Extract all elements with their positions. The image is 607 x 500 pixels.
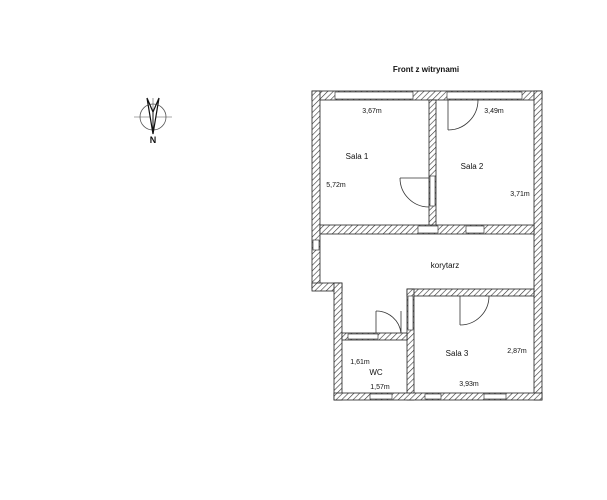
dim-sala1-height: 5,72m xyxy=(326,182,346,189)
room-name-sala1: Sala 1 xyxy=(346,152,369,161)
wall-sala1-sala2 xyxy=(428,99,437,233)
room-name-corridor: korytarz xyxy=(431,261,459,270)
compass-label: N xyxy=(150,135,157,145)
dim-sala2-height: 3,71m xyxy=(510,191,530,198)
wall-left-upper xyxy=(311,90,321,290)
compass-icon xyxy=(134,97,172,135)
dim-sala2-width: 3,49m xyxy=(484,108,504,115)
room-name-sala2: Sala 2 xyxy=(461,162,484,171)
wall-right xyxy=(533,90,543,401)
dim-wc-width: 1,57m xyxy=(370,384,390,391)
dim-sala3-height: 2,87m xyxy=(507,348,527,355)
dim-wc-height: 1,61m xyxy=(350,359,370,366)
openings xyxy=(312,91,523,400)
plan-title: Front z witrynami xyxy=(393,65,459,74)
room-name-wc: WC xyxy=(369,368,383,377)
room-name-sala3: Sala 3 xyxy=(446,349,469,358)
wall-left-lower xyxy=(333,282,343,401)
doors xyxy=(375,99,490,334)
dim-sala3-width: 3,93m xyxy=(459,381,479,388)
wall-below-corridor-right xyxy=(406,288,535,297)
dim-sala1-width: 3,67m xyxy=(362,108,382,115)
